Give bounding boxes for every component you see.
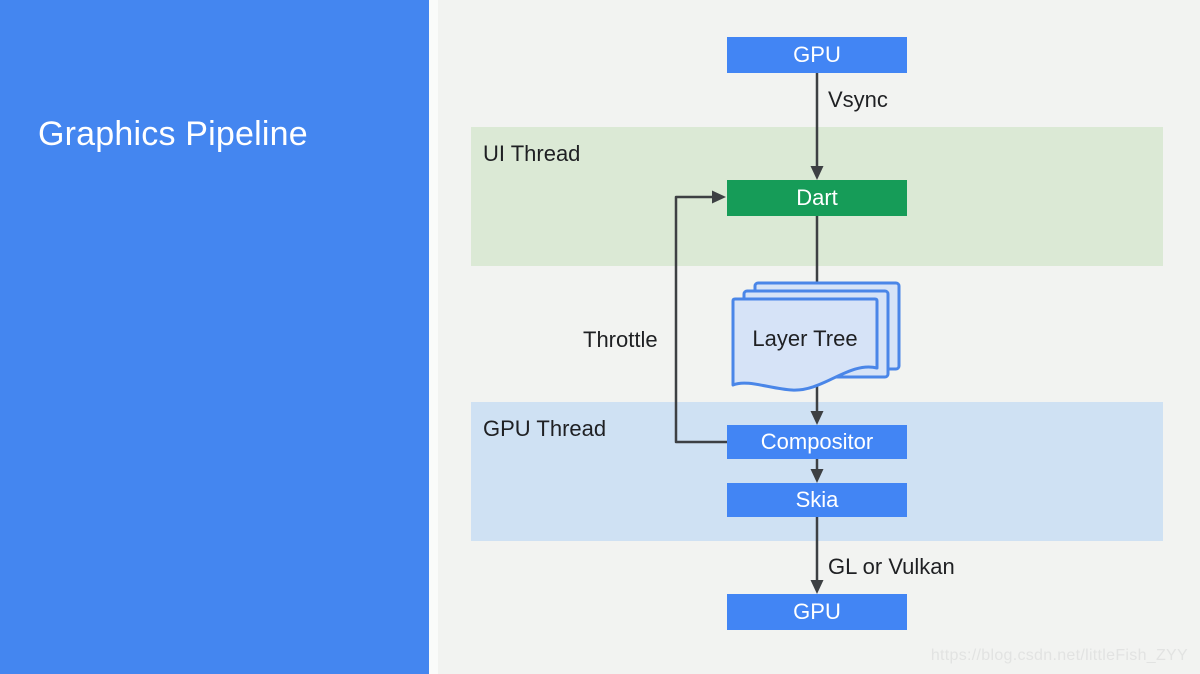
watermark-url: https://blog.csdn.net/littleFish_ZYY — [930, 647, 1188, 664]
gpu-thread-label: GPU Thread — [483, 416, 607, 441]
node-compositor: Compositor — [727, 425, 907, 459]
node-skia-label: Skia — [795, 487, 839, 512]
node-gpu-bottom-label: GPU — [793, 599, 841, 624]
node-dart: Dart — [727, 180, 907, 216]
node-dart-label: Dart — [796, 185, 838, 210]
gl-or-vulkan-edge-label: GL or Vulkan — [828, 554, 955, 579]
panel-divider — [429, 0, 438, 674]
node-gpu-top-label: GPU — [793, 42, 841, 67]
throttle-edge-label: Throttle — [583, 327, 658, 352]
node-gpu-bottom: GPU — [727, 594, 907, 630]
ui-thread-label: UI Thread — [483, 141, 581, 166]
title-panel: Graphics Pipeline — [0, 0, 429, 674]
node-skia: Skia — [727, 483, 907, 517]
skia-to-gpu-arrowhead — [810, 580, 824, 594]
node-layer-tree: Layer Tree — [733, 297, 877, 381]
node-compositor-label: Compositor — [760, 429, 874, 454]
vsync-edge-label: Vsync — [828, 87, 888, 112]
node-gpu-top: GPU — [727, 37, 907, 73]
node-layer-tree-label: Layer Tree — [752, 326, 858, 351]
gpu-thread-band: GPU Thread — [471, 402, 1163, 541]
page-title: Graphics Pipeline — [38, 115, 308, 153]
